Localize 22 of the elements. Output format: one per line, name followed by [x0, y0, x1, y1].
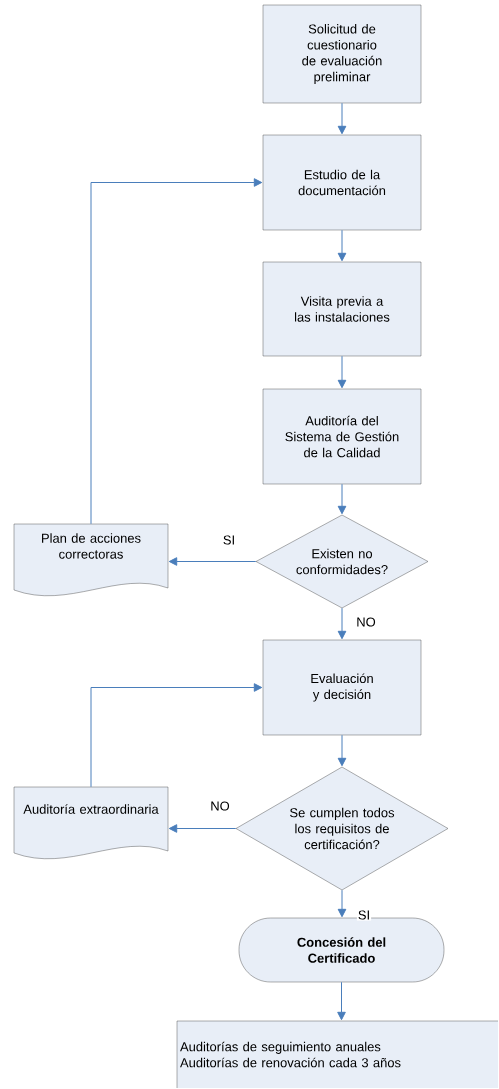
arrow: [337, 355, 347, 389]
arrow: [337, 229, 347, 262]
arrow: [337, 734, 347, 767]
edge-label: SI: [221, 534, 237, 546]
process-box: Visita previa a las instalaciones: [262, 261, 422, 357]
arrow: [337, 981, 346, 1021]
arrow: [90, 178, 263, 525]
arrow: [337, 607, 347, 640]
process-box: Solicitud de cuestionario de evaluación preliminar: [262, 4, 422, 104]
process-box: Estudio de la documentación: [262, 134, 422, 231]
arrow: [337, 889, 347, 918]
arrow: [90, 683, 263, 788]
arrow: [337, 483, 347, 515]
arrow: [168, 557, 257, 566]
arrow: [337, 102, 347, 135]
process-box: Evaluación y decisión: [262, 639, 422, 736]
process-box: Auditoría del Sistema de Gestión de la Calidad: [262, 388, 422, 485]
edge-label: NO: [209, 800, 231, 812]
edge-label: SI: [356, 909, 372, 921]
arrow: [168, 824, 237, 833]
note-box: Auditorías de seguimiento anuales Auditorías de renovación cada 3 años: [176, 1020, 499, 1089]
edge-label: NO: [355, 616, 377, 628]
